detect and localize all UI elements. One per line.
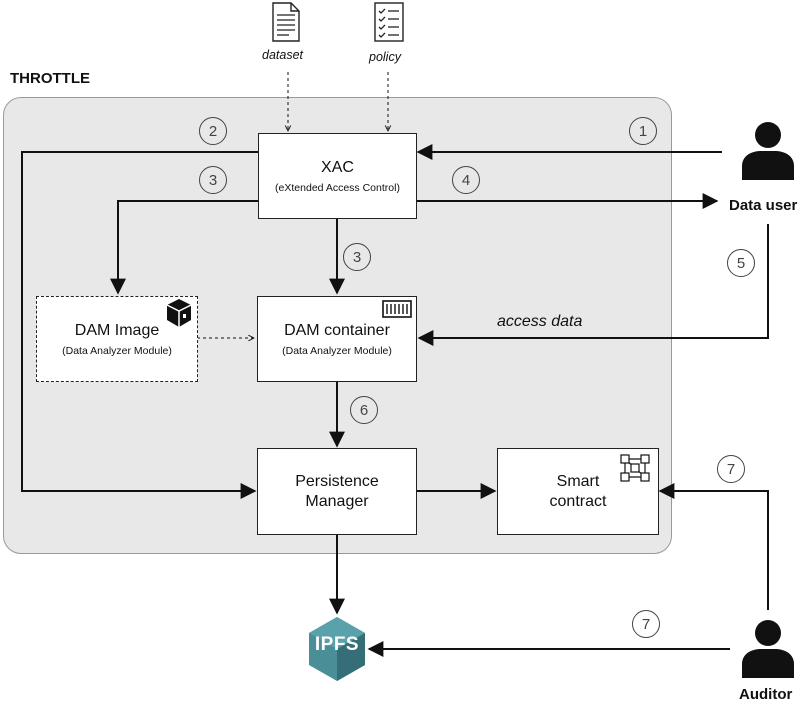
- checklist-icon: [374, 2, 404, 42]
- xac-node: XAC (eXtended Access Control): [258, 133, 417, 219]
- edge-xac-to-dam-image: [110, 200, 258, 295]
- step-number: 7: [717, 455, 745, 483]
- auditor-icon: [742, 620, 794, 678]
- blockchain-icon: [620, 454, 650, 482]
- step-number: 6: [350, 396, 378, 424]
- xac-sublabel: (eXtended Access Control): [275, 181, 400, 194]
- dam-container-node: DAM container (Data Analyzer Module): [257, 296, 417, 382]
- step-number: 3: [343, 243, 371, 271]
- smart-contract-label-line1: Smart: [556, 472, 600, 490]
- persistence-label-line1: Persistence: [295, 472, 379, 490]
- step-number: 1: [629, 117, 657, 145]
- data-user-label: Data user: [729, 197, 798, 214]
- shipping-container-icon: [382, 300, 412, 318]
- step-number: 5: [727, 249, 755, 277]
- dam-container-sublabel: (Data Analyzer Module): [282, 344, 392, 357]
- edge-access-data: [417, 224, 769, 346]
- package-box-icon: [166, 299, 192, 327]
- step-number: 4: [452, 166, 480, 194]
- smart-contract-label-line2: contract: [549, 492, 607, 510]
- persistence-label-line2: Manager: [305, 492, 369, 510]
- data-user-icon: [742, 122, 794, 180]
- persistence-manager-node: Persistence Manager: [257, 448, 417, 535]
- step-number: 7: [632, 610, 660, 638]
- policy-label: policy: [369, 50, 401, 64]
- document-icon: [272, 2, 300, 42]
- edge-xac-to-persistence: [21, 151, 258, 499]
- dam-container-label: DAM container: [284, 321, 390, 339]
- smart-contract-node: Smart contract: [497, 448, 659, 535]
- access-data-label: access data: [497, 313, 583, 330]
- ipfs-icon: [309, 617, 365, 681]
- step-number: 2: [199, 117, 227, 145]
- dam-image-label: DAM Image: [74, 321, 160, 339]
- dam-image-sublabel: (Data Analyzer Module): [62, 344, 172, 357]
- edge-auditor-to-contract: [658, 483, 769, 610]
- step-number: 3: [199, 166, 227, 194]
- dataset-label: dataset: [262, 48, 304, 62]
- auditor-label: Auditor: [739, 686, 793, 703]
- diagram-title: THROTTLE: [10, 70, 90, 87]
- ipfs-label: IPFS: [314, 634, 360, 655]
- xac-label: XAC: [321, 158, 354, 176]
